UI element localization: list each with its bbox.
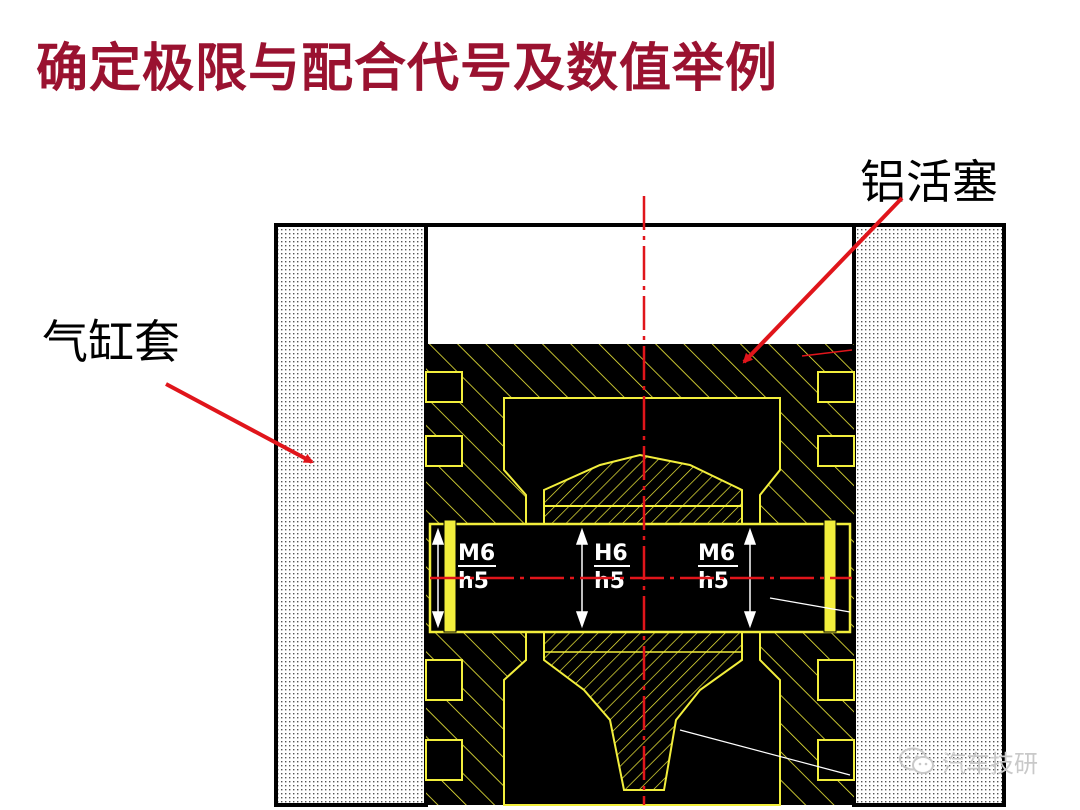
cylinder-liner-label: 气缸套 [42,315,180,369]
center-lines [430,196,853,805]
piston-label: 铝活塞 [860,155,998,209]
ring-grooves-left [425,371,463,781]
fit-label-2: H6 h5 [594,541,630,594]
piston-section [425,344,855,806]
top-short-centerline [801,349,853,357]
watermark: 汽车技研 [898,744,1038,779]
fit-label-1: M6 h5 [458,541,496,594]
snap-ring-left [443,519,457,633]
liner-left-wall [274,223,428,807]
fit-3-upper: M6 [698,541,735,566]
fit-1-lower: h5 [458,569,489,594]
fit-1-upper: M6 [458,541,495,566]
fit-2-upper: H6 [594,541,628,566]
fit-2-lower: h5 [594,569,625,594]
leader-line-rod [679,729,851,776]
watermark-text: 汽车技研 [942,750,1038,778]
liner-right-wall [852,223,1006,807]
piston-callout-arrow [742,196,904,364]
dimension-arrows [431,527,757,629]
snap-ring-right [823,519,837,633]
page-title: 确定极限与配合代号及数值举例 [36,39,779,99]
fit-label-3: M6 h5 [698,541,738,594]
wechat-icon [899,747,934,774]
liner-callout-arrow [165,382,314,464]
leader-line-pin [769,597,851,613]
fit-3-lower: h5 [698,569,729,594]
ring-grooves-right [817,371,855,781]
